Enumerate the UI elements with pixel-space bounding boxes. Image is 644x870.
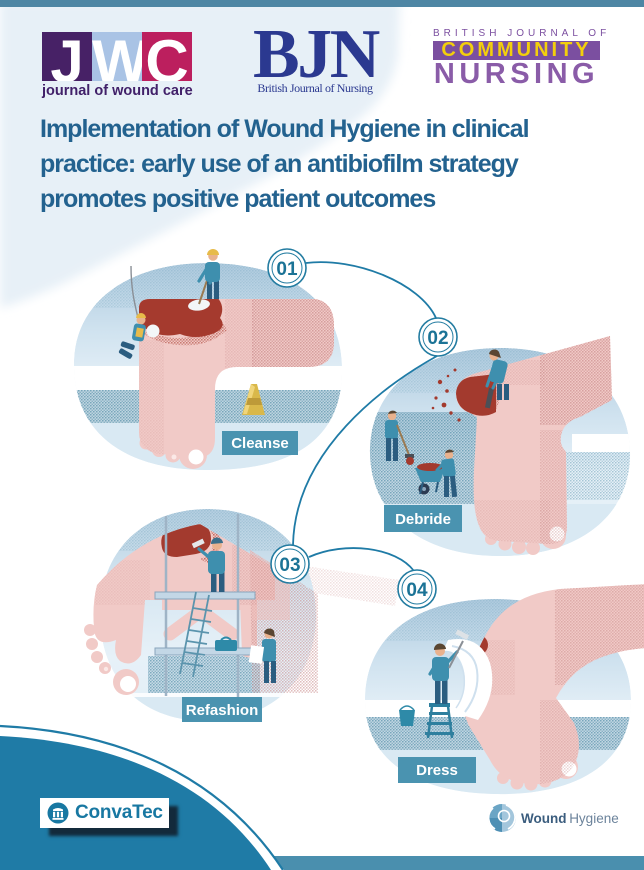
svg-text:Debride: Debride [395, 511, 451, 528]
svg-text:Cleanse: Cleanse [231, 435, 289, 452]
svg-text:Dress: Dress [416, 762, 458, 779]
svg-text:04: 04 [406, 580, 428, 601]
svg-text:03: 03 [279, 555, 300, 576]
svg-text:02: 02 [427, 328, 448, 349]
svg-text:01: 01 [276, 259, 298, 280]
svg-text:Refashion: Refashion [186, 702, 259, 719]
